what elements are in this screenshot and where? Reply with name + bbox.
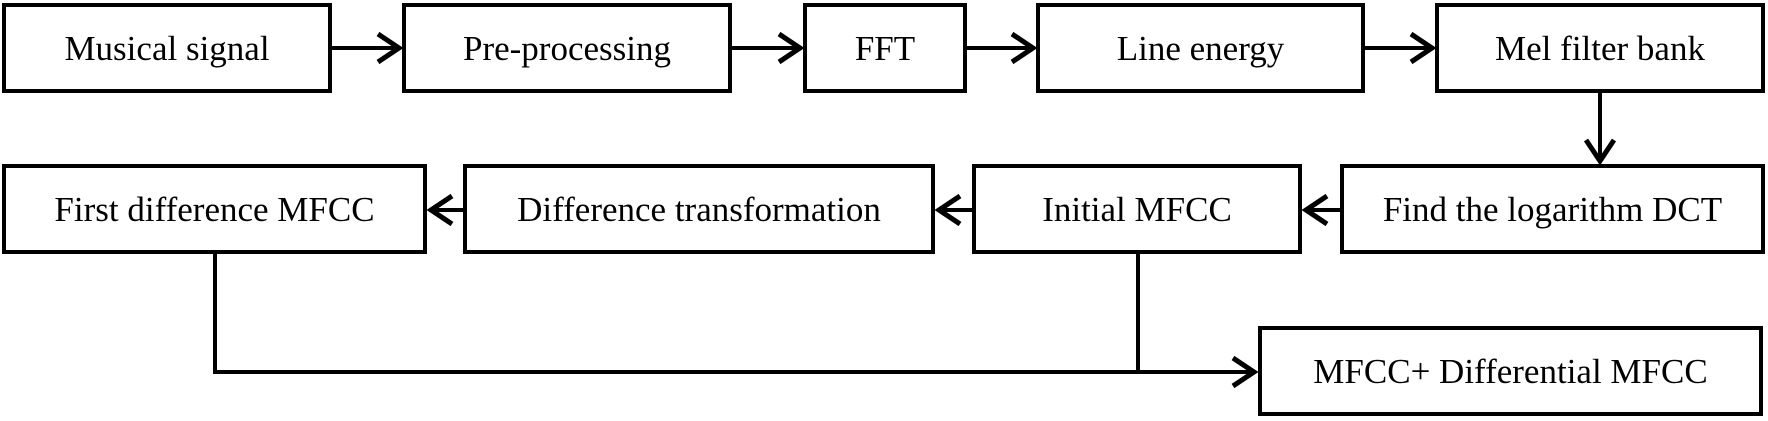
node-initial-mfcc: Initial MFCC <box>972 164 1302 254</box>
node-mfcc-differential-mfcc: MFCC+ Differential MFCC <box>1258 326 1763 416</box>
node-find-the-logarithm-dct: Find the logarithm DCT <box>1340 164 1765 254</box>
node-musical-signal: Musical signal <box>2 3 332 93</box>
node-line-energy: Line energy <box>1036 3 1365 93</box>
node-fft: FFT <box>803 3 967 93</box>
node-pre-processing: Pre-processing <box>402 3 732 93</box>
node-first-difference-mfcc: First difference MFCC <box>2 164 427 254</box>
node-mel-filter-bank: Mel filter bank <box>1435 3 1765 93</box>
connector-firstdiffmfcc-to-output <box>213 254 1259 389</box>
node-difference-transformation: Difference transformation <box>463 164 935 254</box>
